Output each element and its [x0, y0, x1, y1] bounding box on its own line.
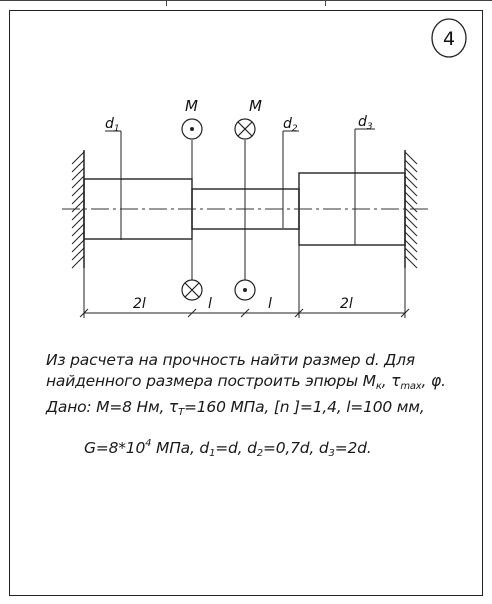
- right-wall-hatching: [404, 151, 418, 269]
- torque-cross-icon: [184, 282, 200, 298]
- torque-out-of-page-icon: [181, 118, 203, 140]
- given-line-2: G=8*104 МПа, d1=d, d2=0,7d, d3=2d.: [84, 438, 372, 459]
- torque-into-page-icon: [181, 279, 203, 301]
- torque-dot-icon: [243, 288, 247, 292]
- problem-statement: Из расчета на прочность найти размер d. …: [46, 350, 476, 464]
- dimension-2l-left: 2l: [133, 296, 146, 312]
- dimension-2l-right: 2l: [340, 296, 353, 312]
- moment-label-right: M: [249, 97, 262, 115]
- drawing-frame: [9, 10, 483, 596]
- statement-line-1: Из расчета на прочность найти размер d. …: [46, 351, 415, 369]
- dimension-extensions: [83, 245, 406, 318]
- dimension-l-left: l: [208, 296, 212, 312]
- d3-label: d3: [358, 114, 373, 132]
- task-number: 4: [443, 28, 455, 50]
- d1-label: d1: [105, 116, 120, 134]
- torque-out-of-page-icon: [234, 279, 256, 301]
- top-tick-mark: [166, 0, 167, 6]
- page-top-edge: [0, 0, 492, 3]
- dimension-l-right: l: [268, 296, 272, 312]
- torque-cross-icon: [237, 121, 253, 137]
- top-tick-mark: [325, 0, 326, 6]
- d2-label: d2: [283, 116, 298, 134]
- task-number-circle: [431, 18, 467, 58]
- dimension-ticks: [79, 308, 410, 318]
- torque-dot-icon: [190, 127, 194, 131]
- left-wall-hatching: [71, 151, 85, 269]
- torque-into-page-icon: [234, 118, 256, 140]
- moment-label-left: M: [185, 97, 198, 115]
- given-line-1: Дано: M=8 Нм, τT=160 МПа, [n ]=1,4, l=10…: [46, 398, 425, 418]
- statement-line-2: найденного размера построить эпюры Mк, τ…: [46, 372, 446, 392]
